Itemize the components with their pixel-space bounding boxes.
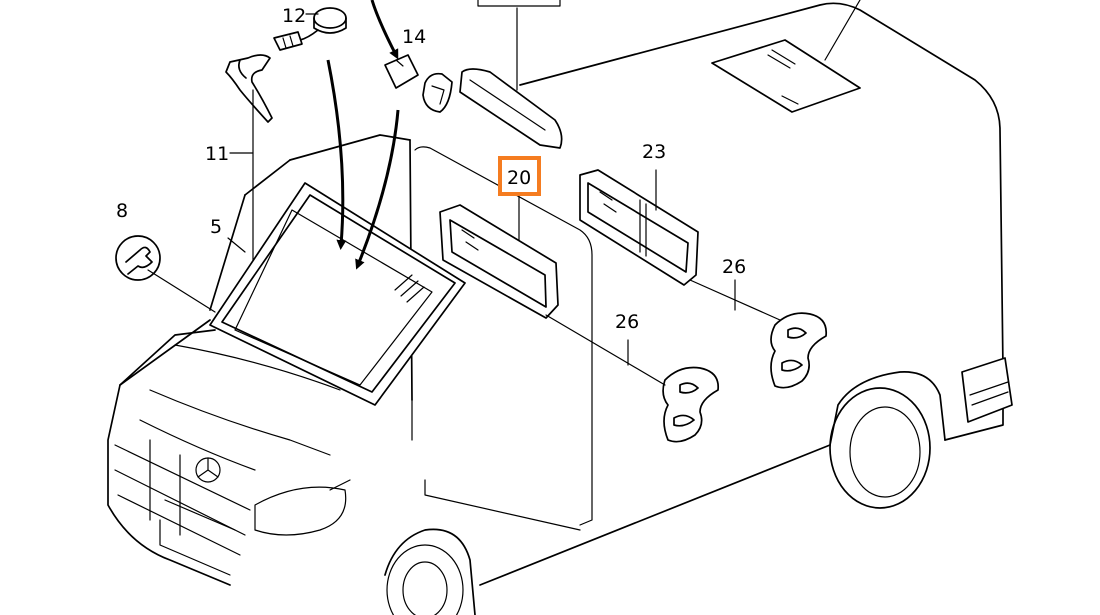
part-26-clip-rear-icon [770,312,828,389]
part-26-clip-front-icon [662,366,720,443]
callout-20: 20 [507,167,531,189]
leader-lines [147,0,861,386]
callout-8: 8 [116,200,128,222]
callout-5: 5 [210,216,222,238]
rear-wheel [829,387,931,509]
roof-hatch [711,39,861,113]
callout-26-rear: 26 [722,256,746,278]
front-wheel [384,528,476,615]
callout-20-highlight[interactable]: 20 [498,156,541,196]
part-14-pad-icon [384,54,419,89]
side-window-20 [439,204,559,319]
windshield [209,182,466,406]
part-11-bracket-icon [225,54,273,123]
callout-23: 23 [642,141,666,163]
highlight-box [498,156,541,196]
emblem-icon [195,457,221,483]
callout-labels: 12 14 11 8 5 23 26 26 [116,5,746,333]
part-8-gasket-icon [115,235,161,281]
callout-14: 14 [402,26,426,48]
van-body [107,2,1013,615]
callout-12: 12 [282,5,306,27]
callout-26-front: 26 [615,311,639,333]
roof-skylight [422,68,563,149]
part-12-sensor-icon [273,7,347,51]
arrows [326,0,400,270]
side-window-23 [579,169,699,286]
rear-lamp [961,357,1013,423]
callout-11: 11 [205,143,229,165]
